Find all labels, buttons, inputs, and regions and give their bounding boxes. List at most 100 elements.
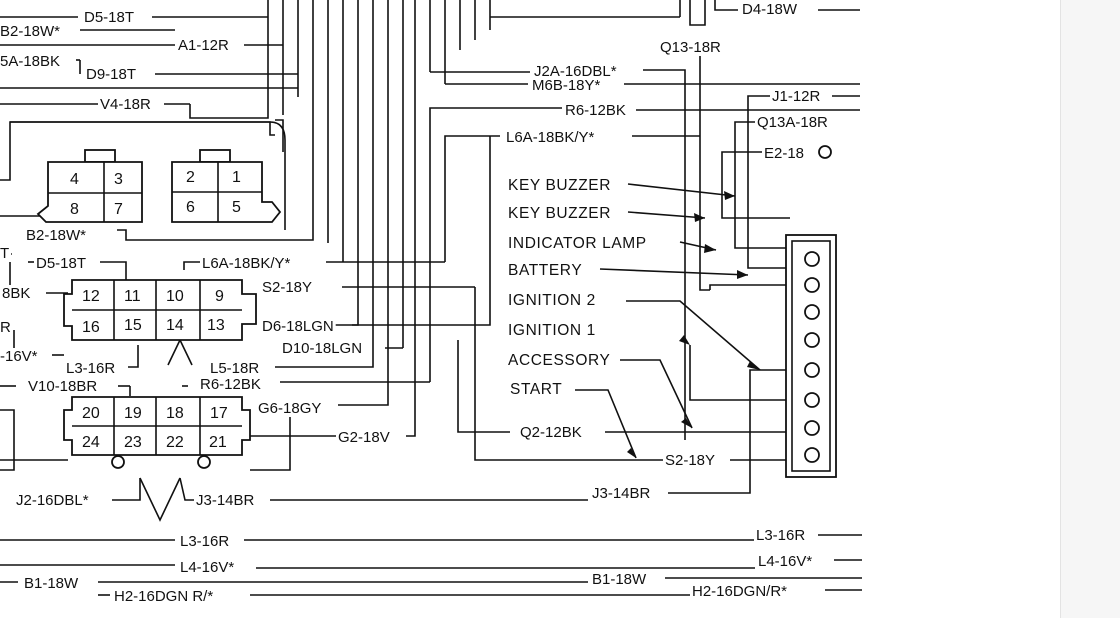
wire-label-j3-low: J3-14BR xyxy=(196,492,255,509)
label-backing xyxy=(98,96,154,113)
label-backing xyxy=(762,145,807,162)
wire-label-5a: 5A-18BK xyxy=(0,53,60,70)
label-backing xyxy=(0,285,33,302)
wire-label-d5-mid: D5-18T xyxy=(36,255,86,272)
label-backing xyxy=(754,527,808,544)
label-backing xyxy=(280,340,365,357)
function-label-accessory: ACCESSORY xyxy=(508,352,610,369)
wire-labels: D5-18T B2-18W* A1-12R 5A-18BK D9-18T V4-… xyxy=(0,1,831,605)
wire-label-r6-right: R6-12BK xyxy=(565,102,626,119)
pin-label: 1 xyxy=(232,169,241,186)
pin-label: 14 xyxy=(166,317,184,334)
wire-label-j2a: J2A-16DBL* xyxy=(534,63,617,80)
label-backing xyxy=(256,400,324,417)
connector-c3: 12 11 10 9 16 15 14 13 xyxy=(63,279,257,341)
wire-label-l3-mid: L3-16R xyxy=(66,360,115,377)
wire-label-b2-left: B2-18W* xyxy=(0,23,60,40)
pin-label: 21 xyxy=(209,434,227,451)
label-backing xyxy=(506,292,598,309)
wire-label-v4: V4-18R xyxy=(100,96,151,113)
wire-label-8bk-frag: 8BK xyxy=(2,285,30,302)
wire-label-j1: J1-12R xyxy=(772,88,821,105)
wire-label-s2-low: S2-18Y xyxy=(665,452,715,469)
wire-label-d6: D6-18LGN xyxy=(262,318,334,335)
label-backing xyxy=(0,319,13,336)
wire-label-j2-low: J2-16DBL* xyxy=(16,492,89,509)
wire-harness xyxy=(0,0,862,596)
pin-label: 24 xyxy=(82,434,100,451)
pin-label: 23 xyxy=(124,434,142,451)
wire-label-b1-a: B1-18W xyxy=(24,575,79,592)
wire-label-g2: G2-18V xyxy=(338,429,390,446)
label-backing xyxy=(34,255,89,272)
label-backing xyxy=(663,452,718,469)
label-backing xyxy=(506,322,598,339)
label-backing xyxy=(504,129,597,146)
pin-label: 4 xyxy=(70,171,79,188)
pin-label: 11 xyxy=(124,288,141,305)
pin-label: 8 xyxy=(70,201,79,218)
label-backing xyxy=(14,492,91,509)
label-backing xyxy=(518,424,584,441)
label-backing xyxy=(756,553,815,570)
wire-label-l5: L5-18R xyxy=(210,360,259,377)
pin-label: 16 xyxy=(82,319,100,336)
label-backing xyxy=(22,575,82,592)
wire-label-h2-b: H2-16DGN/R* xyxy=(692,583,787,600)
wire-label-a1: A1-12R xyxy=(178,37,229,54)
pin-label: 17 xyxy=(210,405,228,422)
label-backing xyxy=(84,66,139,83)
label-backing xyxy=(563,102,628,119)
wire-label-h2-a: H2-16DGN R/* xyxy=(114,588,213,605)
pin-label: 13 xyxy=(207,317,225,334)
label-backing xyxy=(755,114,831,131)
connector-c2: 2 1 6 5 xyxy=(171,149,282,223)
wire-label-d10: D10-18LGN xyxy=(282,340,362,357)
pin-label: 2 xyxy=(186,169,195,186)
label-backing xyxy=(24,227,89,244)
wire-label-t-frag: T xyxy=(0,245,9,262)
label-backing xyxy=(506,352,613,369)
ignition-switch-terminals xyxy=(785,145,837,478)
label-backing xyxy=(658,39,724,56)
wire-label-l3-b: L3-16R xyxy=(756,527,805,544)
wire-label-q13: Q13-18R xyxy=(660,39,721,56)
label-backing xyxy=(82,9,137,26)
wire-label-d4: D4-18W xyxy=(742,1,798,18)
viewer-side-panel xyxy=(1060,0,1120,618)
wire-label-l6a-mid: L6A-18BK/Y* xyxy=(202,255,291,272)
connector-c4: 20 19 18 17 24 23 22 21 xyxy=(63,396,251,469)
wire-label-g6: G6-18GY xyxy=(258,400,321,417)
wire-label-b1-b: B1-18W xyxy=(592,571,647,588)
label-backing xyxy=(506,177,614,194)
wire-label-l6a-right: L6A-18BK/Y* xyxy=(506,129,595,146)
pin-label: 20 xyxy=(82,405,100,422)
wire-label-m6b: M6B-18Y* xyxy=(532,77,601,94)
pin-label: 9 xyxy=(215,288,224,305)
function-label-ignition-2: IGNITION 2 xyxy=(508,292,596,309)
wire-label-q2: Q2-12BK xyxy=(520,424,582,441)
label-backing xyxy=(194,492,257,509)
wire-label-l3-a: L3-16R xyxy=(180,533,229,550)
label-backing xyxy=(178,533,232,550)
label-backing xyxy=(208,360,262,377)
pin-label: 5 xyxy=(232,199,241,216)
function-label-start: START xyxy=(510,381,562,398)
wire-label-d9: D9-18T xyxy=(86,66,136,83)
wire-label-q13a: Q13A-18R xyxy=(757,114,828,131)
label-backing xyxy=(532,63,619,80)
label-backing xyxy=(770,88,823,105)
pin-label: 3 xyxy=(114,171,123,188)
pin-label: 19 xyxy=(124,405,142,422)
label-backing xyxy=(112,588,216,605)
label-backing xyxy=(336,429,392,446)
function-label-key-buzzer-1: KEY BUZZER xyxy=(508,177,611,194)
wire-label-16v-frag: -16V* xyxy=(0,348,38,365)
label-backing xyxy=(198,376,263,393)
label-backing xyxy=(178,559,237,576)
label-backing xyxy=(26,378,100,395)
label-backing xyxy=(0,53,63,70)
label-backing xyxy=(0,245,12,262)
wire-label-b2-mid: B2-18W* xyxy=(26,227,86,244)
